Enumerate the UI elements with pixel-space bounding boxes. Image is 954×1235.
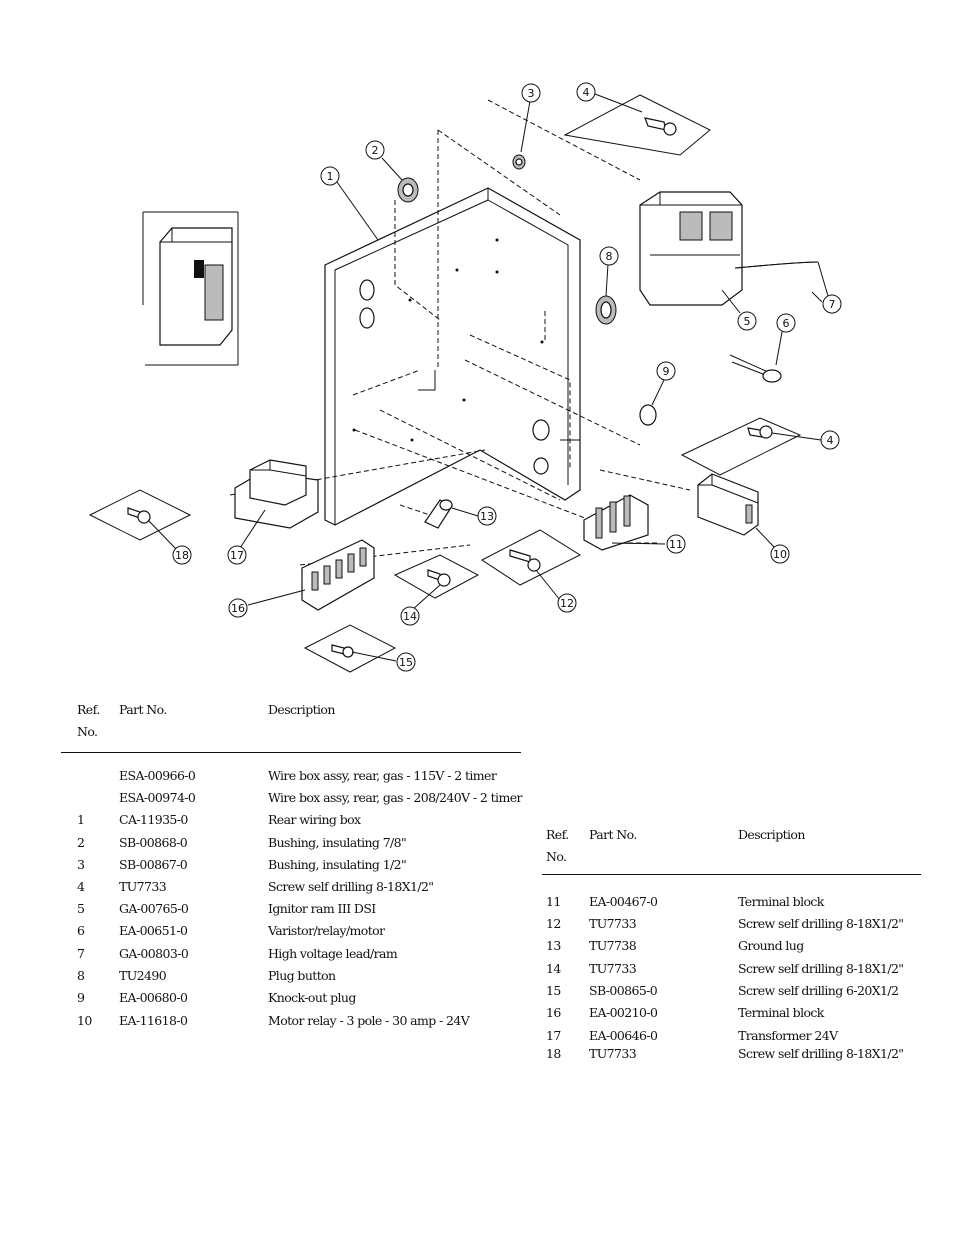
inset-detail: [142, 211, 239, 366]
header-rule-right: [542, 874, 921, 875]
header-part-no: Part No.: [119, 702, 167, 717]
callout-1: 1: [320, 166, 340, 186]
callout-14: 14: [400, 606, 420, 626]
svg-text:2: 2: [372, 144, 379, 157]
exploded-parts-diagram: 1 2 3 4 4 5 6 7 8 9 10 11 12 13 14 15 16…: [88, 82, 842, 673]
callout-3: 3: [521, 83, 541, 103]
svg-text:13: 13: [480, 510, 494, 523]
header-ref-no: No.: [77, 724, 98, 739]
callout-17: 17: [227, 545, 247, 565]
header-rule-left: [61, 752, 521, 753]
callout-7: 7: [822, 294, 842, 314]
svg-text:9: 9: [663, 365, 670, 378]
callout-4-right: 4: [820, 430, 840, 450]
svg-text:16: 16: [231, 602, 245, 615]
rear-wiring-box-panel: [324, 187, 581, 526]
svg-text:12: 12: [560, 597, 574, 610]
svg-text:4: 4: [583, 86, 590, 99]
header-ref-no: No.: [546, 849, 567, 864]
callout-13: 13: [477, 506, 497, 526]
svg-text:4: 4: [827, 434, 834, 447]
svg-text:15: 15: [399, 656, 413, 669]
callout-16: 16: [228, 598, 248, 618]
svg-text:10: 10: [773, 548, 787, 561]
callout-6: 6: [776, 313, 796, 333]
callout-2: 2: [365, 140, 385, 160]
svg-text:1: 1: [327, 170, 334, 183]
header-description: Description: [738, 827, 805, 842]
header-description: Description: [268, 702, 335, 717]
svg-text:6: 6: [783, 317, 790, 330]
svg-text:8: 8: [606, 250, 613, 263]
svg-text:5: 5: [744, 315, 751, 328]
ignitor-module: [639, 191, 829, 306]
header-ref: Ref.: [77, 702, 100, 717]
bushings: [397, 154, 657, 426]
svg-text:3: 3: [528, 87, 535, 100]
svg-text:17: 17: [230, 549, 244, 562]
callout-4-top: 4: [576, 82, 596, 102]
header-ref: Ref.: [546, 827, 569, 842]
motor-relay: [697, 473, 759, 536]
svg-text:7: 7: [829, 298, 836, 311]
screw-groups: [88, 94, 802, 673]
svg-text:18: 18: [175, 549, 189, 562]
ground-lug: [424, 499, 453, 529]
svg-text:14: 14: [403, 610, 417, 623]
header-part-no: Part No.: [589, 827, 637, 842]
svg-text:11: 11: [669, 538, 683, 551]
callout-5: 5: [737, 311, 757, 331]
callout-11: 11: [666, 534, 686, 554]
callout-10: 10: [770, 544, 790, 564]
callout-15: 15: [396, 652, 416, 672]
varistor: [729, 354, 782, 383]
terminal-block-11: [583, 494, 649, 551]
transformer: [234, 459, 319, 529]
leader-lines: [147, 93, 823, 662]
callout-8: 8: [599, 246, 619, 266]
callout-9: 9: [656, 361, 676, 381]
callout-12: 12: [557, 593, 577, 613]
callout-18: 18: [172, 545, 192, 565]
terminal-block-16: [301, 539, 375, 611]
